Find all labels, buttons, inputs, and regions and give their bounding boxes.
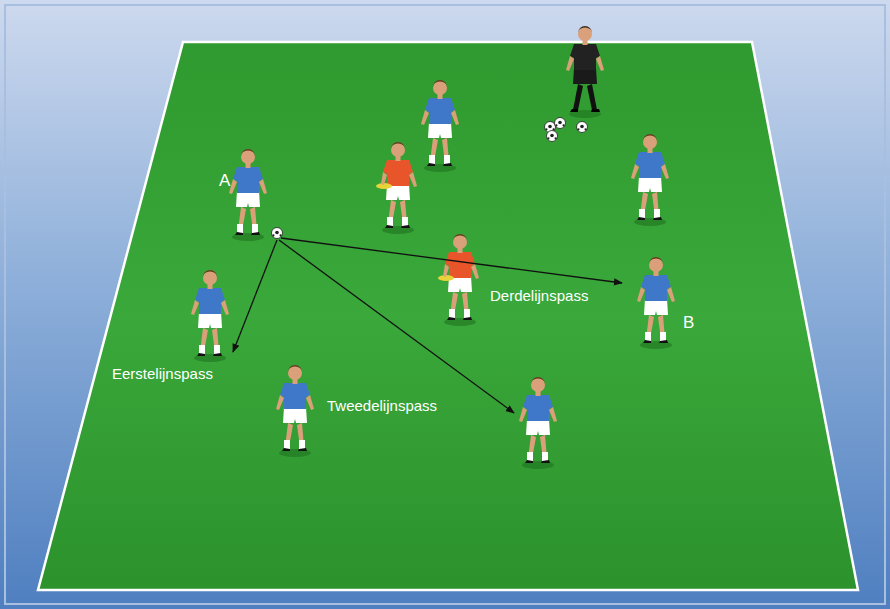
player-letter: A bbox=[219, 172, 230, 191]
ball bbox=[555, 118, 566, 129]
ball bbox=[547, 131, 558, 142]
player-letter: B bbox=[683, 314, 694, 333]
pass-arrow bbox=[279, 240, 514, 413]
orange-player bbox=[438, 234, 479, 326]
ball bbox=[272, 228, 283, 239]
pass-arrow bbox=[233, 240, 277, 352]
blue-player bbox=[631, 134, 669, 226]
pitch-line bbox=[38, 42, 858, 590]
pitch bbox=[38, 42, 858, 590]
blue-player bbox=[421, 80, 459, 172]
blue-player bbox=[229, 149, 267, 241]
blue-player bbox=[519, 377, 557, 469]
pass-arrow bbox=[281, 238, 622, 283]
pass-label: Derdelijnspass bbox=[490, 288, 588, 305]
pass-label: Eerstelijnspass bbox=[112, 366, 213, 383]
blue-player bbox=[276, 365, 314, 457]
referee bbox=[566, 26, 604, 118]
pass-label: Tweedelijnspass bbox=[327, 398, 437, 415]
ball bbox=[577, 122, 588, 133]
frame bbox=[5, 5, 885, 604]
blue-player bbox=[637, 257, 675, 349]
orange-player bbox=[376, 142, 417, 234]
blue-player bbox=[191, 270, 229, 362]
